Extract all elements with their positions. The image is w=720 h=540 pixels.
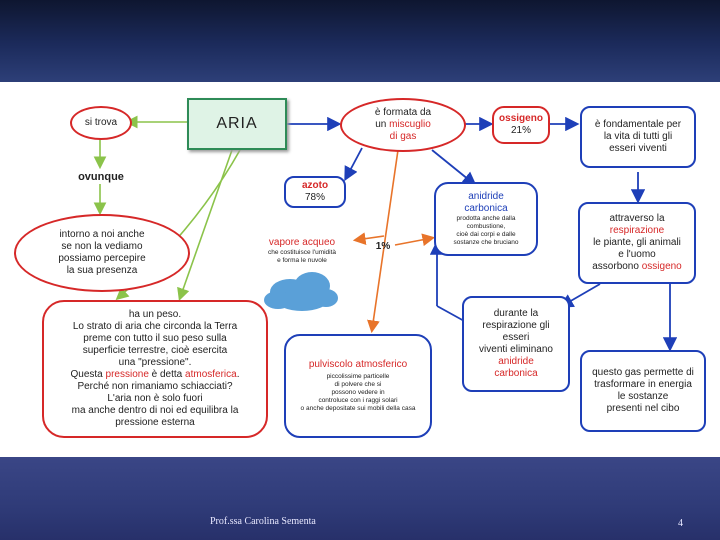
arrow-vapore bbox=[352, 232, 385, 245]
arrow-formata-azoto bbox=[344, 147, 363, 182]
vapore-text: vapore acqueo che costituisce l'umidità … bbox=[267, 237, 337, 264]
aria-label: ARIA bbox=[216, 115, 258, 132]
ovunque-label: ovunque bbox=[78, 171, 124, 183]
page-number: 4 bbox=[678, 518, 683, 529]
fondamentale-box: è fondamentale per la vita di tutti gli … bbox=[580, 106, 696, 168]
ossigeno-box: ossigeno 21% bbox=[492, 106, 550, 144]
azoto-box: azoto 78% bbox=[284, 176, 346, 208]
aria-box: ARIA bbox=[187, 98, 287, 150]
author-label: Prof.ssa Carolina Sementa bbox=[210, 516, 316, 527]
line-durante-anidride bbox=[436, 305, 467, 323]
peso-box: ha un peso. Lo strato di aria che circon… bbox=[42, 300, 268, 438]
arrow-formata-pulviscolo bbox=[367, 149, 399, 334]
anidride-box: anidride carbonica prodotta anche dalla … bbox=[434, 182, 538, 256]
si-trova-text: si trova bbox=[84, 117, 118, 128]
questo-gas-box: questo gas permette di trasformare in en… bbox=[580, 350, 706, 432]
si-trova-oval: si trova bbox=[70, 106, 132, 140]
one-percent-label: 1% bbox=[375, 241, 391, 252]
cloud-icon bbox=[264, 272, 338, 311]
title-band bbox=[0, 0, 720, 82]
formata-oval: è formata da un miscuglio di gas bbox=[340, 98, 466, 152]
footer-band bbox=[0, 457, 720, 540]
arrow-formata-anidride bbox=[431, 149, 477, 187]
intorno-oval: intorno a noi anche se non la vediamo po… bbox=[14, 214, 190, 292]
arrow-aria-peso bbox=[177, 149, 233, 302]
arrow-anidride bbox=[394, 233, 436, 247]
respirazione-box: attraverso la respirazione le piante, gl… bbox=[578, 202, 696, 284]
durante-box: durante la respirazione gli esseri viven… bbox=[462, 296, 570, 392]
pulviscolo-box: pulviscolo atmosferico piccolissime part… bbox=[284, 334, 432, 438]
